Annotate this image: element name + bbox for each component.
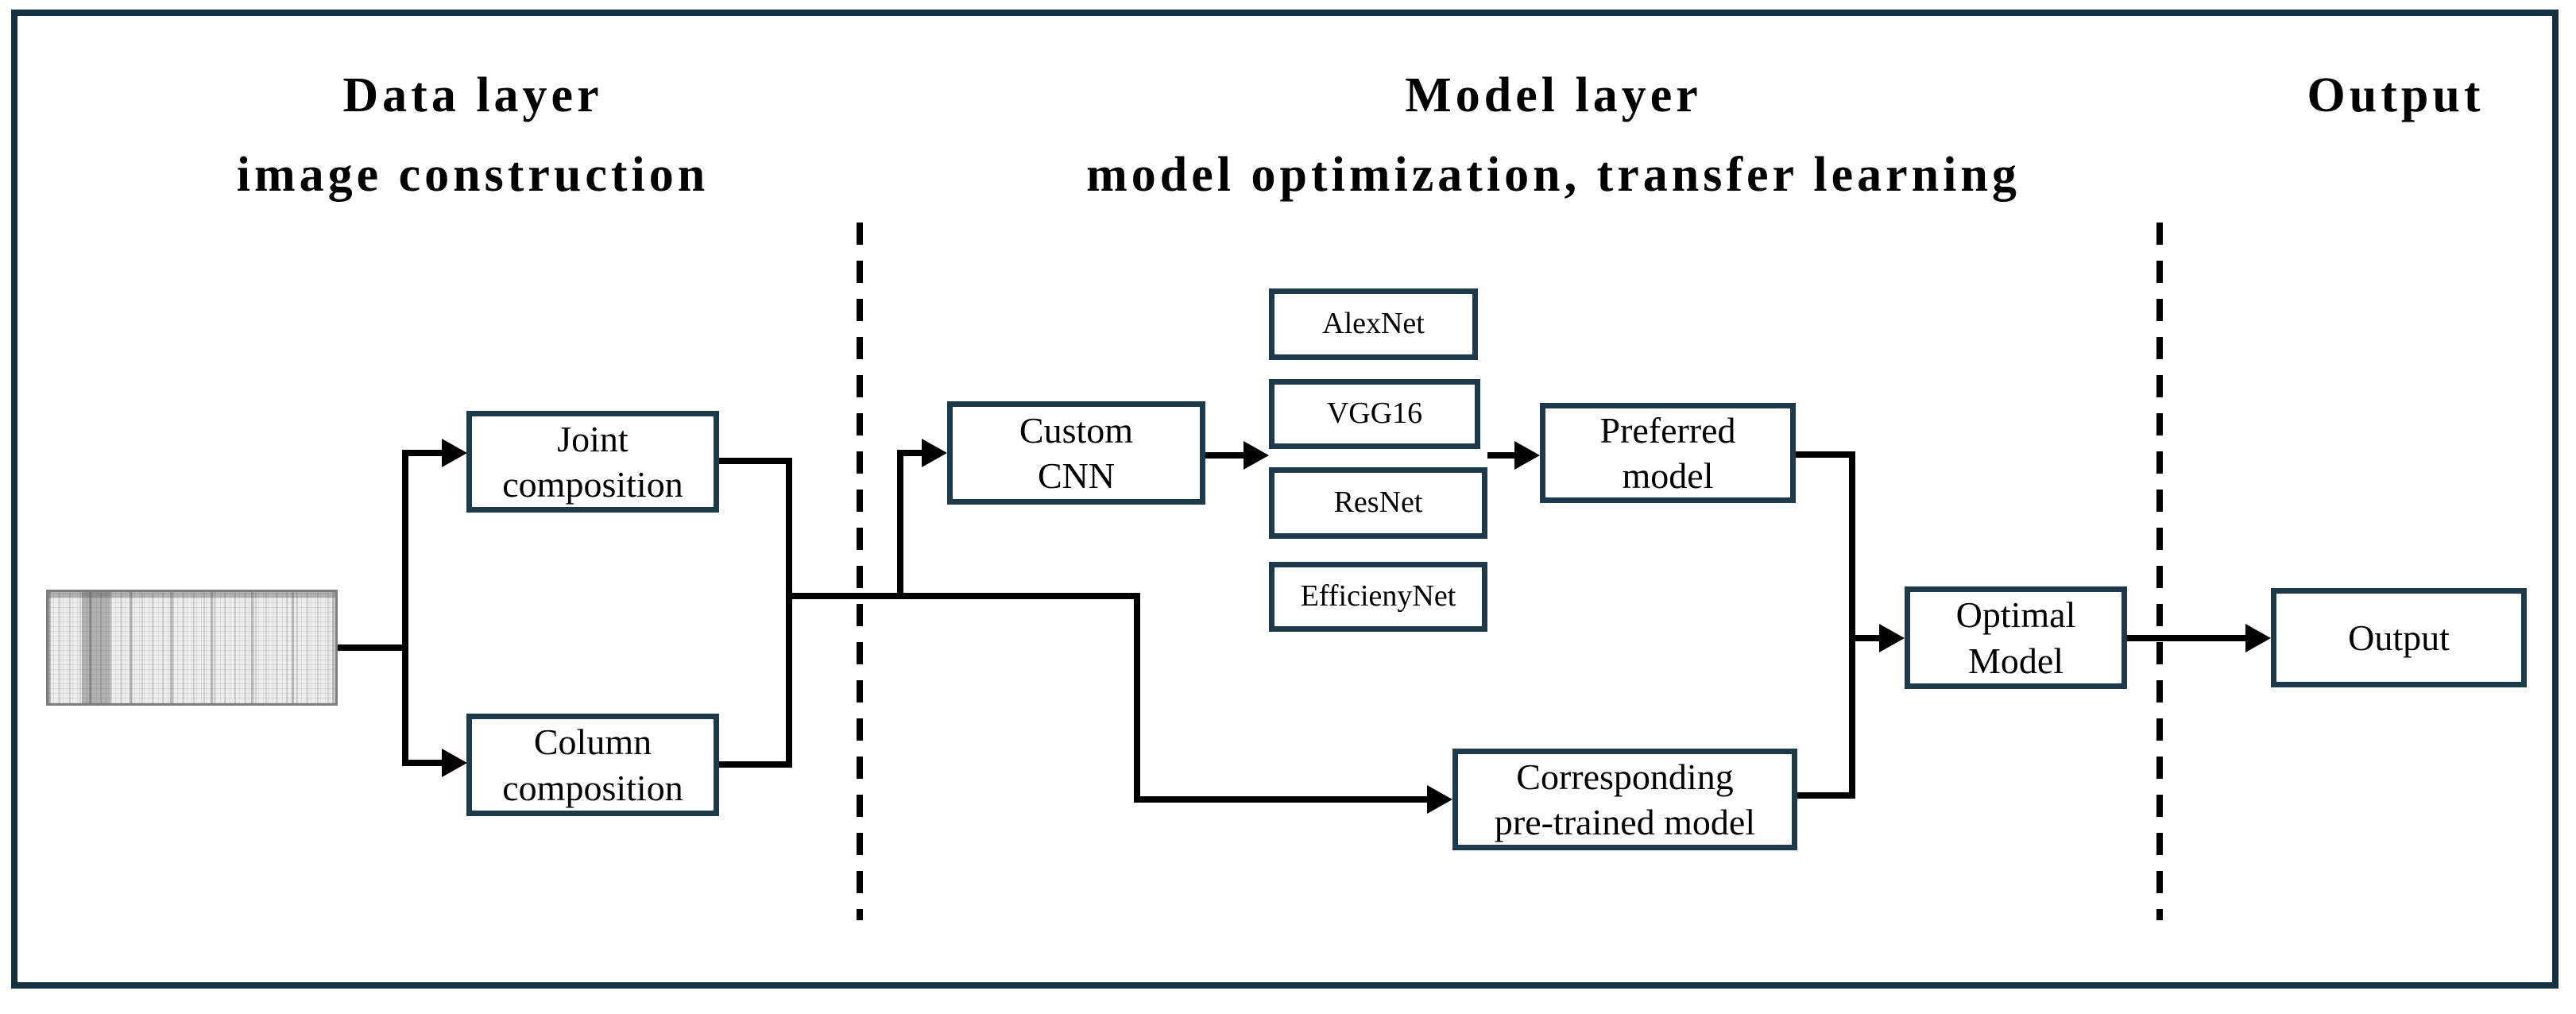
connector-merge-vertical <box>786 458 792 768</box>
node-vgg16: VGG16 <box>1269 379 1480 449</box>
arrow-to-output-icon <box>2245 624 2271 652</box>
node-optimal-model: Optimal Model <box>1905 586 2127 689</box>
connector-up-branch <box>897 450 903 599</box>
arrow-to-preferred-icon <box>1514 441 1540 470</box>
connector-to-column <box>402 760 443 766</box>
arrow-to-custom-cnn-icon <box>922 439 947 467</box>
connector-main-horizontal <box>786 593 1140 599</box>
node-output: Output <box>2271 588 2527 687</box>
connector-optimal-to-output <box>2127 635 2245 641</box>
connector-to-corresponding <box>1134 796 1427 803</box>
arrow-to-optimal-icon <box>1879 624 1905 652</box>
connector-to-joint <box>402 450 443 456</box>
connector-preferred-exit <box>1796 451 1855 458</box>
section-title-output: Output <box>2307 68 2485 122</box>
connector-to-custom-cnn <box>897 450 922 456</box>
arrow-to-column-icon <box>442 749 467 777</box>
divider-data-model <box>857 223 863 920</box>
connector-to-optimal <box>1855 635 1879 641</box>
outer-frame <box>11 10 2559 989</box>
node-efficienynet: EfficienyNet <box>1269 562 1487 632</box>
section-title-data-layer: Data layer image construction <box>236 68 710 202</box>
divider-model-output <box>2156 223 2163 920</box>
arrow-to-corresponding-icon <box>1427 785 1452 814</box>
connector-corresponding-exit <box>1797 792 1855 799</box>
connector-joint-exit <box>719 458 792 464</box>
arrow-to-joint-icon <box>442 439 467 467</box>
arrow-to-models-icon <box>1244 441 1269 470</box>
connector-column-exit <box>719 761 792 768</box>
node-column-composition: Column composition <box>466 714 719 816</box>
connector-branch-vertical <box>402 450 408 766</box>
connector-models-to-preferred <box>1487 452 1514 459</box>
connector-image-to-branch <box>338 644 405 651</box>
node-custom-cnn: Custom CNN <box>947 401 1205 505</box>
node-preferred-model: Preferred model <box>1540 403 1796 503</box>
source-data-table-image <box>46 590 338 706</box>
connector-down-branch <box>1134 593 1140 803</box>
node-joint-composition: Joint composition <box>466 411 719 513</box>
section-title-model-layer: Model layer model optimization, transfer… <box>1086 68 2021 202</box>
connector-merge2-vertical <box>1849 451 1855 799</box>
connector-cnn-to-models <box>1205 452 1244 459</box>
node-corresponding-pretrained-model: Corresponding pre-trained model <box>1452 749 1797 850</box>
node-resnet: ResNet <box>1269 467 1487 539</box>
node-alexnet: AlexNet <box>1269 288 1478 360</box>
